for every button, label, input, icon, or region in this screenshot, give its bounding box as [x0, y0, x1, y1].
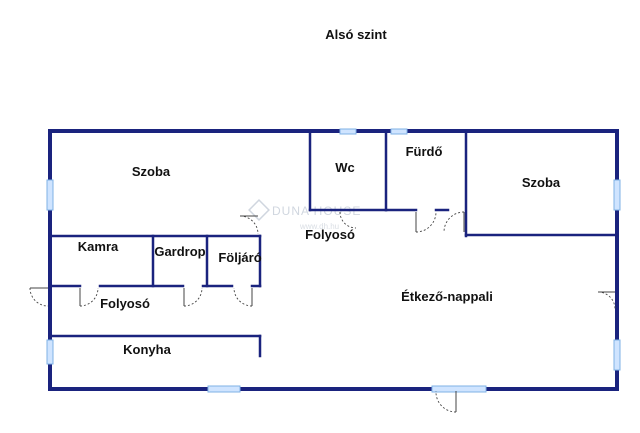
room-label-folyoso-upper: Folyosó [305, 227, 355, 242]
watermark-diamond-icon [248, 199, 270, 221]
door-bottom-entrance [435, 390, 457, 413]
room-label-szoba-right: Szoba [522, 175, 561, 190]
window-wc [339, 128, 357, 135]
room-label-wc: Wc [335, 160, 355, 175]
window-bottom-right [431, 385, 487, 393]
room-label-kamra: Kamra [78, 239, 119, 254]
window-bottom-left [207, 385, 241, 393]
window-left-lower [46, 339, 54, 365]
door-entrance-left [29, 287, 49, 307]
room-label-szoba-left: Szoba [132, 164, 171, 179]
doors [29, 211, 616, 413]
room-label-furdo: Fürdő [406, 144, 443, 159]
windows [46, 128, 621, 393]
window-furdo [390, 128, 408, 135]
floor-title: Alsó szint [325, 27, 387, 42]
door-gardrop [183, 287, 203, 307]
door-foljaro [233, 287, 253, 307]
door-szoba-right [443, 211, 465, 233]
door-right-wall [597, 291, 616, 310]
room-label-gardrop: Gardrop [154, 244, 205, 259]
door-kamra [79, 287, 99, 307]
window-left-upper [46, 179, 54, 211]
room-label-folyoso-lower: Folyosó [100, 296, 150, 311]
room-label-konyha: Konyha [123, 342, 171, 357]
door-wc [339, 211, 357, 229]
door-szoba-left [239, 215, 259, 235]
watermark-url: www.dh.hu [299, 222, 339, 231]
window-right-upper [613, 179, 621, 211]
door-furdo [415, 211, 437, 233]
room-label-etkezo-nappali: Étkező-nappali [401, 289, 493, 304]
room-label-foljaro: Följáró [218, 250, 261, 265]
window-right-lower [613, 339, 621, 371]
inner-walls [48, 129, 619, 358]
room-labels: Szoba Wc Fürdő Szoba Kamra Gardrop Följá… [78, 144, 561, 357]
